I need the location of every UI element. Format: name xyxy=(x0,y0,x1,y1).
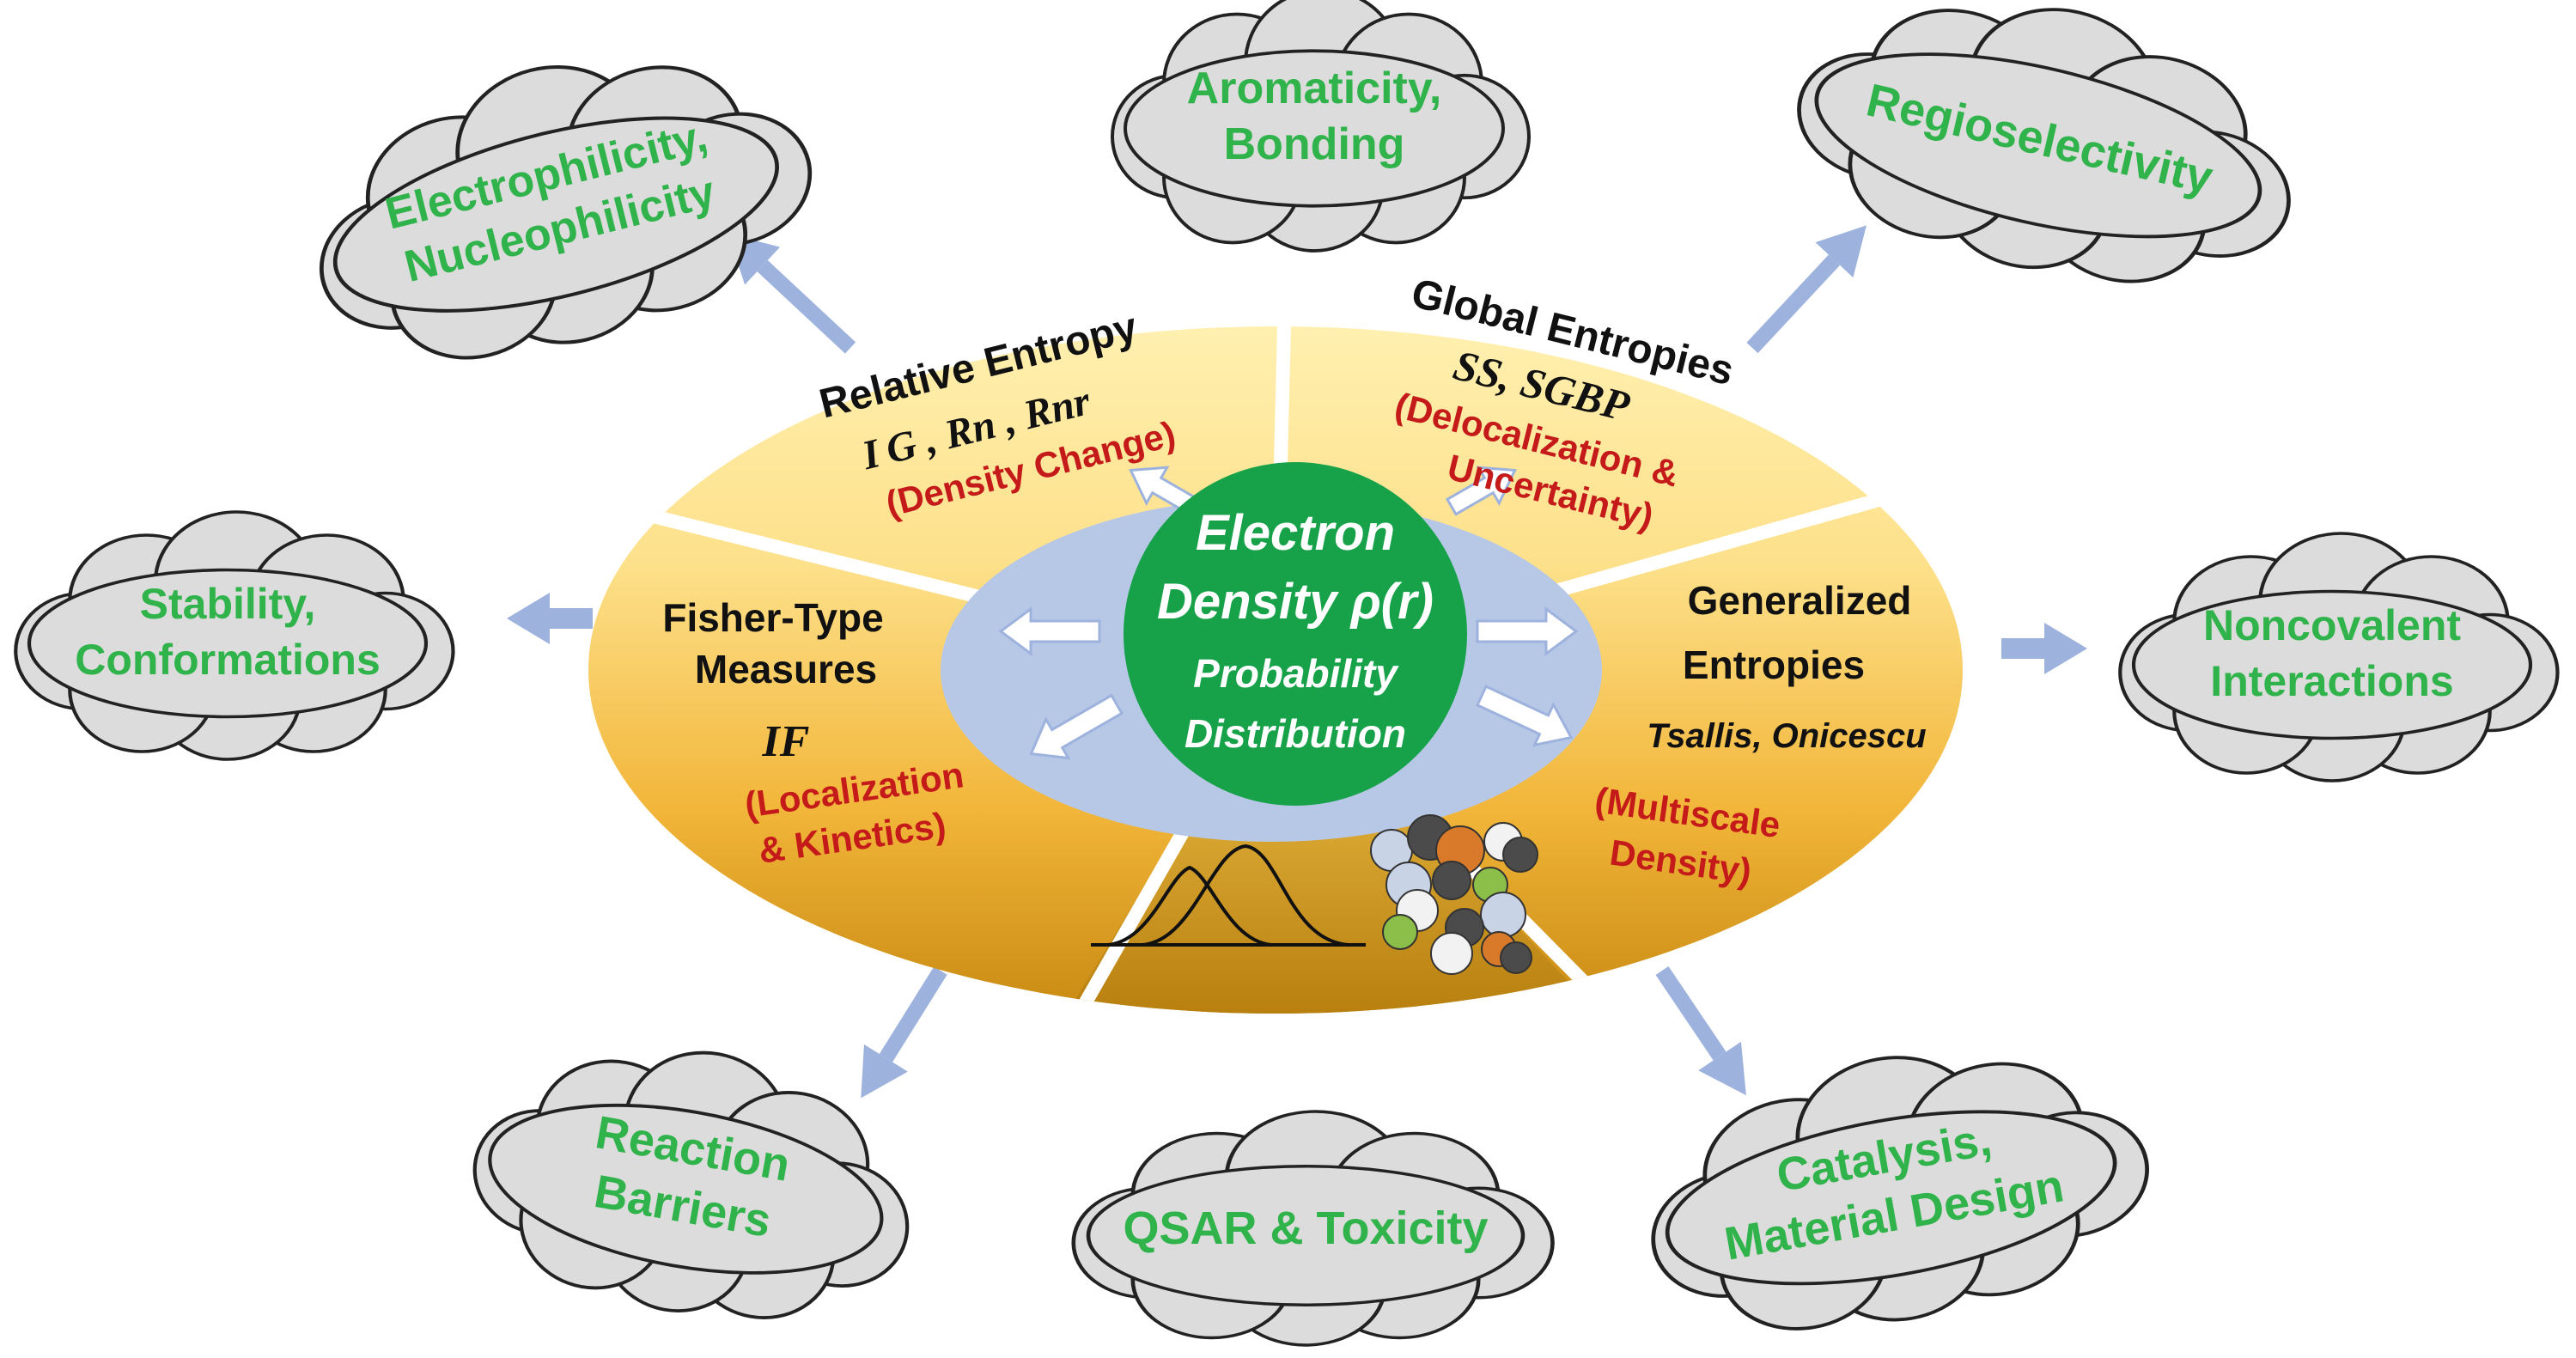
electron-density-core: Electron Density ρ(r) Probability Distri… xyxy=(1124,462,1467,806)
arrow-to-noncovalent xyxy=(2001,623,2087,674)
outward-arrows xyxy=(507,225,2087,1099)
cloud-regioselectivity: Regioselectivity xyxy=(1775,0,2320,323)
arrow-to-regioselectivity xyxy=(1746,225,1867,354)
center-line4: Distribution xyxy=(1184,711,1406,756)
distribution-curves-icon xyxy=(1091,843,1366,947)
arrow-to-stability xyxy=(507,593,593,644)
cloud-catalysis: Catalysis, Material Design xyxy=(1629,1016,2166,1358)
inner-arrows xyxy=(998,466,1579,760)
segment-generalized: Generalized Entropies Tsallis, Onicescu … xyxy=(1592,578,1927,892)
generalized-subtitle: Tsallis, Onicescu xyxy=(1647,717,1926,755)
center-line2: Density ρ(r) xyxy=(1157,574,1434,630)
molecule-icon xyxy=(1370,814,1538,975)
fisher-title-line1: Fisher-Type xyxy=(662,595,883,640)
center-line3: Probability xyxy=(1193,651,1399,696)
cloud-label-line2: Interactions xyxy=(2210,657,2453,705)
arrow-to-reaction-barriers xyxy=(861,966,947,1099)
generalized-title-line1: Generalized xyxy=(1688,578,1912,623)
fisher-symbol: IF xyxy=(762,717,810,766)
cloud-qsar: QSAR & Toxicity xyxy=(1074,1111,1553,1345)
cloud-label-line2: Conformations xyxy=(75,636,381,684)
cloud-label-line1: QSAR & Toxicity xyxy=(1123,1203,1488,1254)
cloud-aromaticity: Aromaticity, Bonding xyxy=(1111,0,1531,253)
cloud-label-line1: Aromaticity, xyxy=(1187,64,1442,113)
arrow-to-catalysis xyxy=(1655,965,1746,1096)
cloud-label-line1: Stability, xyxy=(140,580,316,628)
cloud-electrophilicity: Electrophilicity, Nucleophilicity xyxy=(286,10,837,398)
cloud-label-line1: Noncovalent xyxy=(2203,601,2461,649)
generalized-title-line2: Entropies xyxy=(1683,642,1865,687)
fisher-title-line2: Measures xyxy=(695,647,877,691)
cloud-reaction: Reaction Barriers xyxy=(456,1015,932,1349)
cloud-label-line2: Bonding xyxy=(1224,119,1405,169)
center-line1: Electron xyxy=(1196,505,1395,561)
cloud-noncovalent: Noncovalent Interactions xyxy=(2120,533,2557,781)
cloud-stability: Stability, Conformations xyxy=(15,512,453,759)
